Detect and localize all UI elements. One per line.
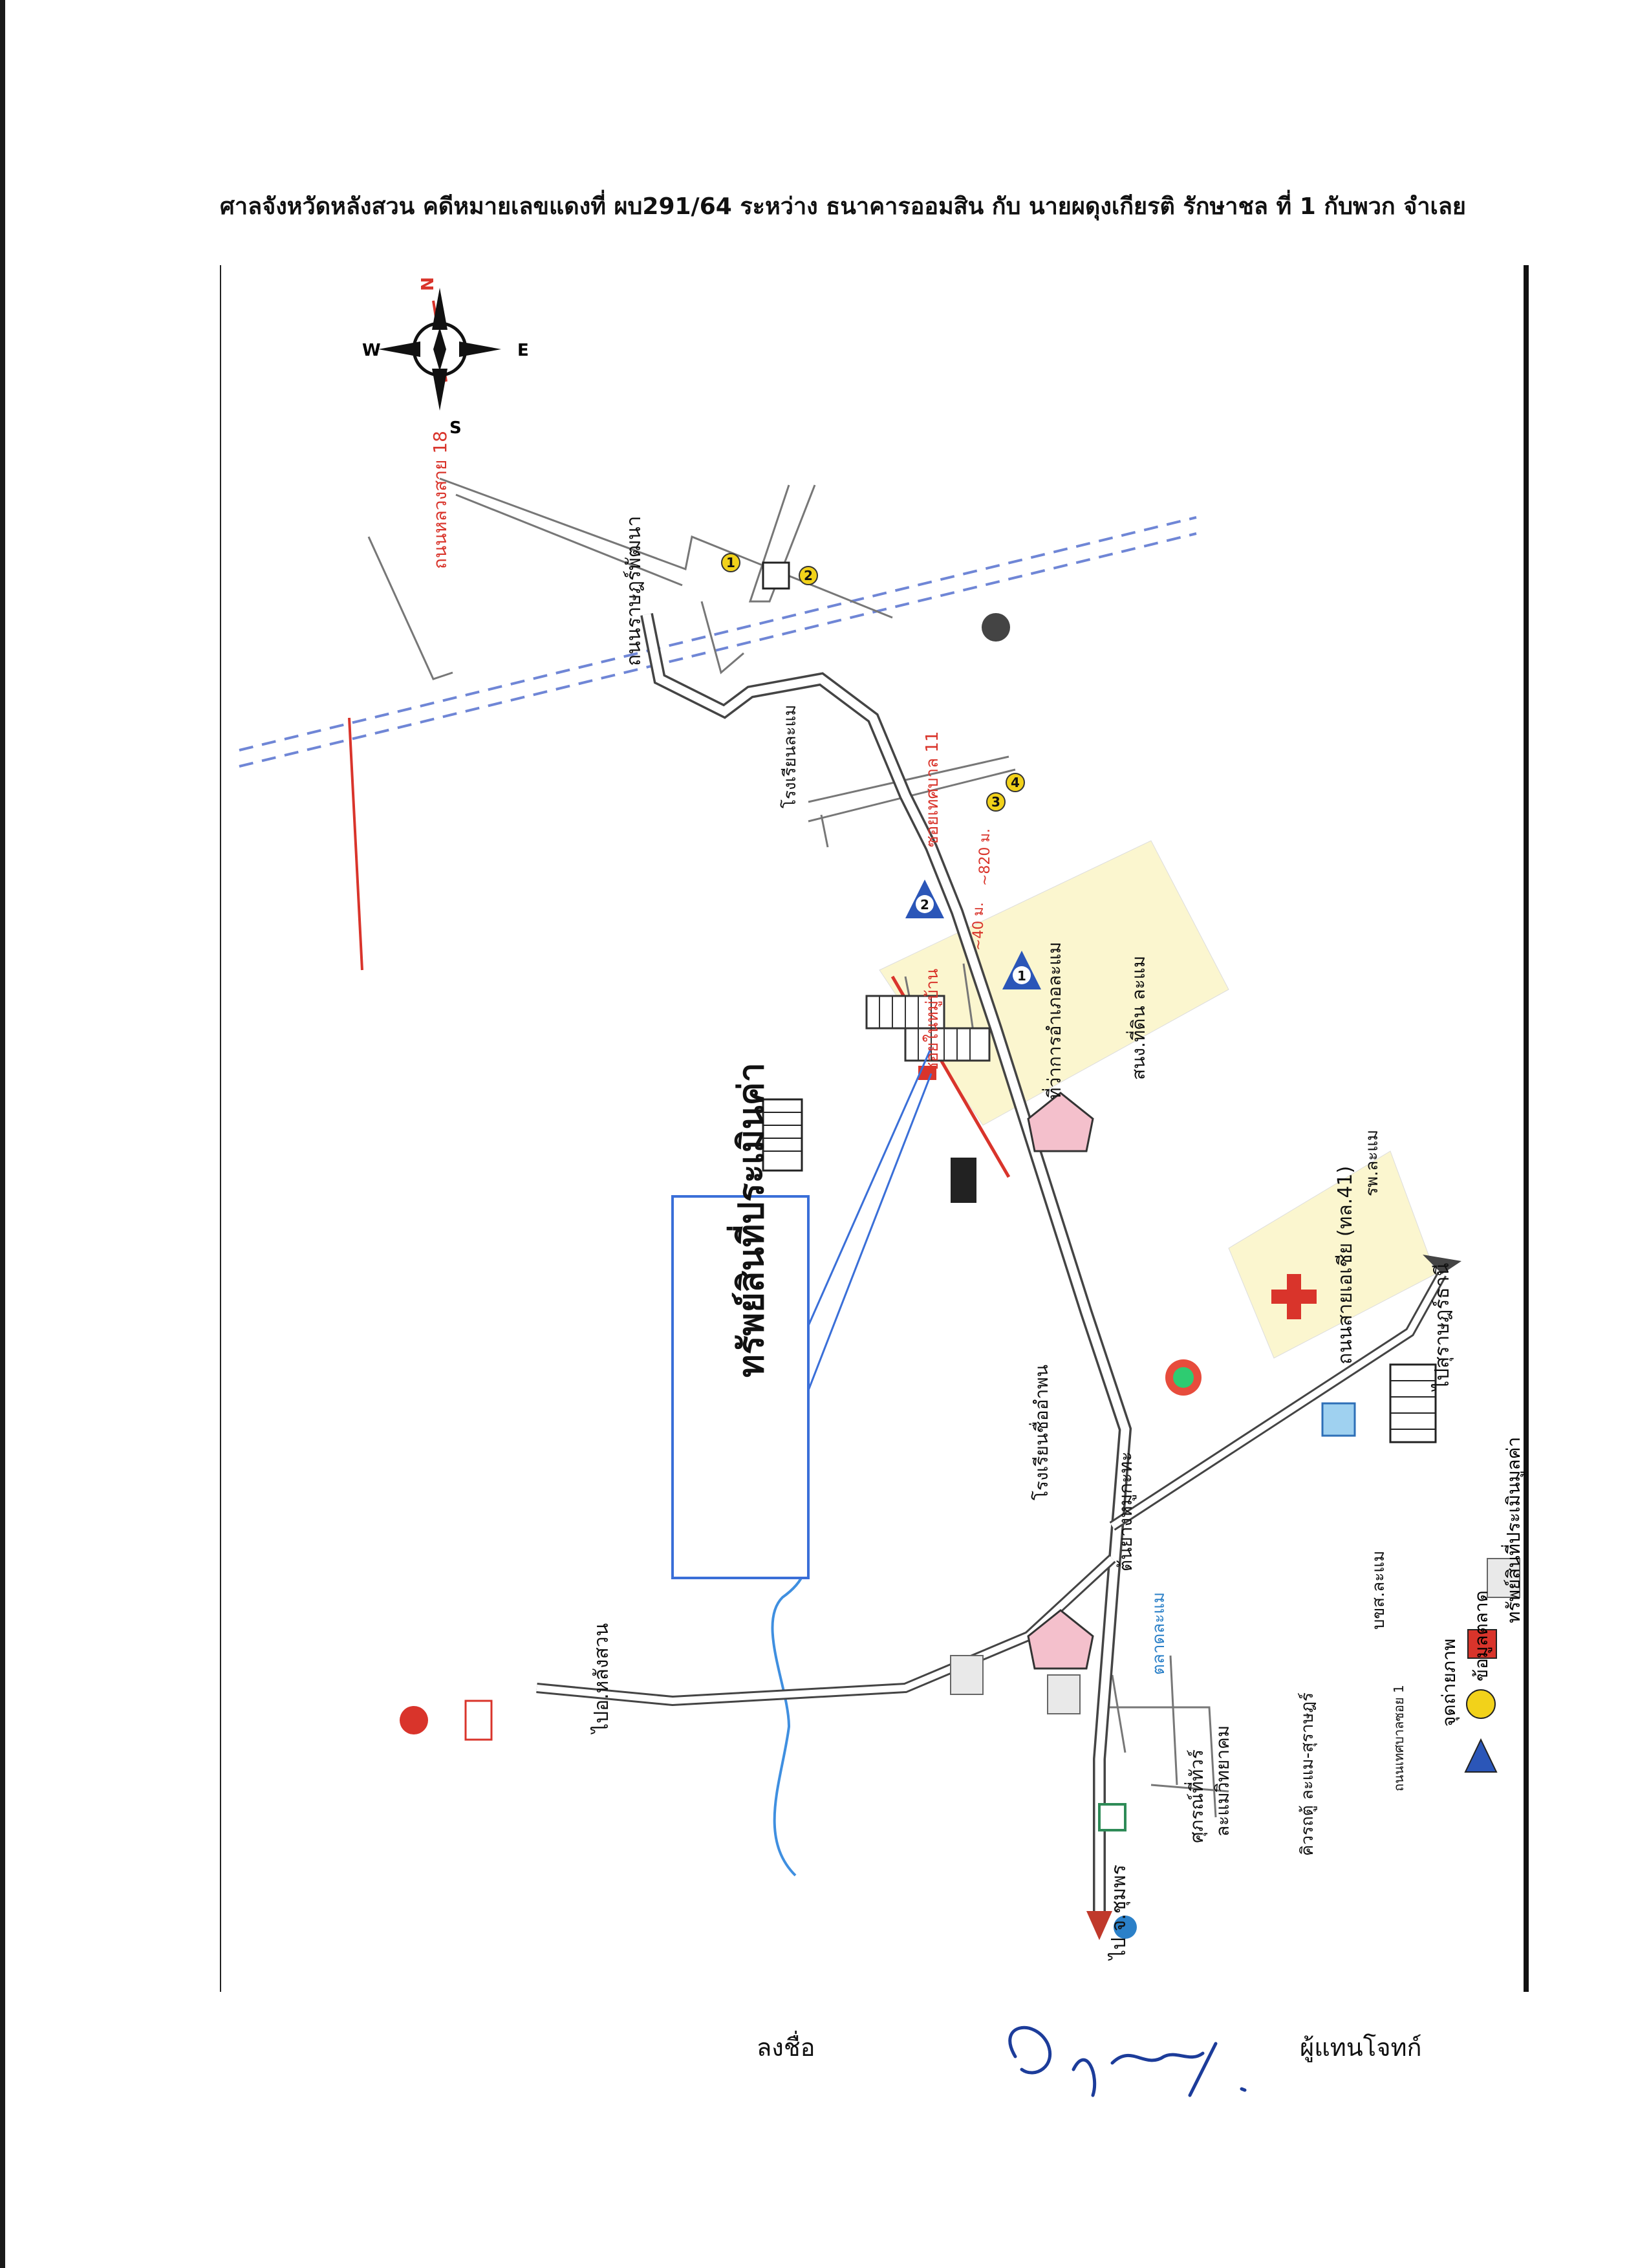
highway-41: [1110, 1272, 1445, 1529]
legend-item-3: จุดถ่ายภาพ: [1438, 1639, 1460, 1727]
shop-icon: [1321, 1402, 1356, 1437]
handwritten-signature: [1008, 2025, 1247, 2097]
bus-stop-label: คิวรถตู้ ละแม-สุราษฎร์: [1298, 1692, 1317, 1856]
student-place-label: ศุภรณ์ที่ทัวร์: [1184, 1749, 1208, 1843]
marker-1-number: 1: [1017, 968, 1026, 984]
temple-icon: [1027, 1092, 1094, 1152]
building-blocks: [762, 561, 1437, 1443]
svg-text:2: 2: [804, 568, 813, 583]
school-top-label: โรงเรียนละแม: [780, 705, 800, 808]
soi-road: [348, 717, 363, 971]
temple-icon-2: [1027, 1609, 1094, 1670]
main-road: [642, 613, 1130, 1914]
property-callout: [671, 1047, 932, 1579]
shrine-icon: [982, 613, 1010, 642]
soi-label: ซอยในหมู่บ้าน: [923, 969, 942, 1074]
bank-tree-label: ต้นยางหมูกะทะ: [1115, 1451, 1137, 1571]
svg-text:3: 3: [991, 794, 1000, 810]
police-icon: [400, 1706, 428, 1734]
marker-2-number: 2: [920, 897, 929, 913]
scan-edge: [0, 0, 5, 2268]
van-icon: [950, 1655, 984, 1695]
svg-text:1: 1: [726, 555, 735, 570]
legend-square-icon: [1467, 1629, 1497, 1659]
property-blocks: [865, 995, 991, 1080]
arrow-to-chumphon-icon: [1086, 1911, 1112, 1940]
road-to-langsuan: [536, 1556, 1115, 1705]
hospital-langsuan-icon: [464, 1700, 493, 1741]
bus-icon: [1487, 1558, 1520, 1598]
market-road-label: ถนนเทศบาลซอย 1: [1391, 1685, 1406, 1791]
legend-item-2: ข้อมูลตลาด: [1471, 1590, 1493, 1681]
seven-eleven-icon: [1098, 1803, 1126, 1831]
legend: [1464, 1629, 1498, 1773]
road-to-chumphon-label: ไป จ.ชุมพร: [1107, 1864, 1131, 1961]
soi-neighbor-label: ซอยเทศบาล 11: [923, 731, 942, 847]
temple-school-label: ละแมวิทยาคม: [1212, 1725, 1233, 1837]
hospital-cross-icon: [1271, 1274, 1317, 1319]
signature-row: ลงชื่อ ผู้แทนโจทก์: [0, 2018, 1649, 2108]
market-data-markers: [721, 553, 1025, 812]
compass-w: W: [362, 341, 381, 360]
district-office-label: ที่ว่าการอำเภอละแม: [1042, 942, 1065, 1099]
case-header: ศาลจังหวัดหลังสวน คดีหมายเลขแดงที่ ผบ291…: [220, 193, 1467, 220]
school-mid-label: โรงเรียนชื่ออำพน: [1029, 1365, 1052, 1500]
road-18-label: ถนนหลวงสาย 18: [429, 431, 451, 569]
road-highway-41-label: ถนนสายเอเชีย (ทล.41): [1334, 1166, 1357, 1365]
hospital-label: รพ.ละแม: [1363, 1130, 1382, 1196]
distance-label-2: ~40 ม.: [971, 902, 987, 951]
road-to-langsuan-outline: [536, 1555, 1116, 1707]
land-office-label: สนง.ที่ดิน ละแม: [1126, 956, 1149, 1080]
photo-point-marker-2: [905, 880, 944, 918]
distance-label: ~820 ม.: [977, 828, 993, 886]
market-label: ตลาดละแม: [1149, 1592, 1169, 1675]
legend-triangle-icon: [1464, 1738, 1498, 1773]
compass-s: S: [449, 418, 462, 438]
legend-item-1: ทรัพย์สินที่ประเมินมูลค่า: [1501, 1437, 1525, 1623]
location-map: ทรัพย์สินที่ประเมินค่า ถนนสายเอเชีย (ทล.…: [220, 265, 1529, 1992]
role-label: ผู้แทนโจทก์: [1300, 2033, 1422, 2062]
info-point-icon: [1114, 1916, 1137, 1939]
svg-text:4: 4: [1011, 775, 1020, 790]
bks-label: บขส.ละแม: [1369, 1551, 1388, 1630]
bus-icon-2: [1047, 1674, 1081, 1714]
hospital-zone: [1228, 1150, 1436, 1359]
callout-label: ทรัพย์สินที่ประเมินค่า: [726, 1063, 771, 1377]
sign-label: ลงชื่อ: [757, 2033, 815, 2062]
road-to-surat-label: ไปสุราษฎร์ธานี: [1430, 1263, 1454, 1392]
railway-line: [239, 516, 1197, 768]
compass-n: N: [418, 277, 438, 291]
photo-point-marker-1: [1002, 951, 1041, 989]
compass-e: E: [517, 341, 529, 360]
legend-circle-icon: [1466, 1689, 1496, 1719]
road-ratphatthana-label: ถนนราษฎร์พัฒนา: [623, 516, 645, 666]
arrow-to-surat-icon: [1423, 1255, 1461, 1274]
compass-rose-icon: [378, 288, 501, 411]
road-to-langsuan-label: ไปอ.หลังสวน: [590, 1623, 613, 1734]
